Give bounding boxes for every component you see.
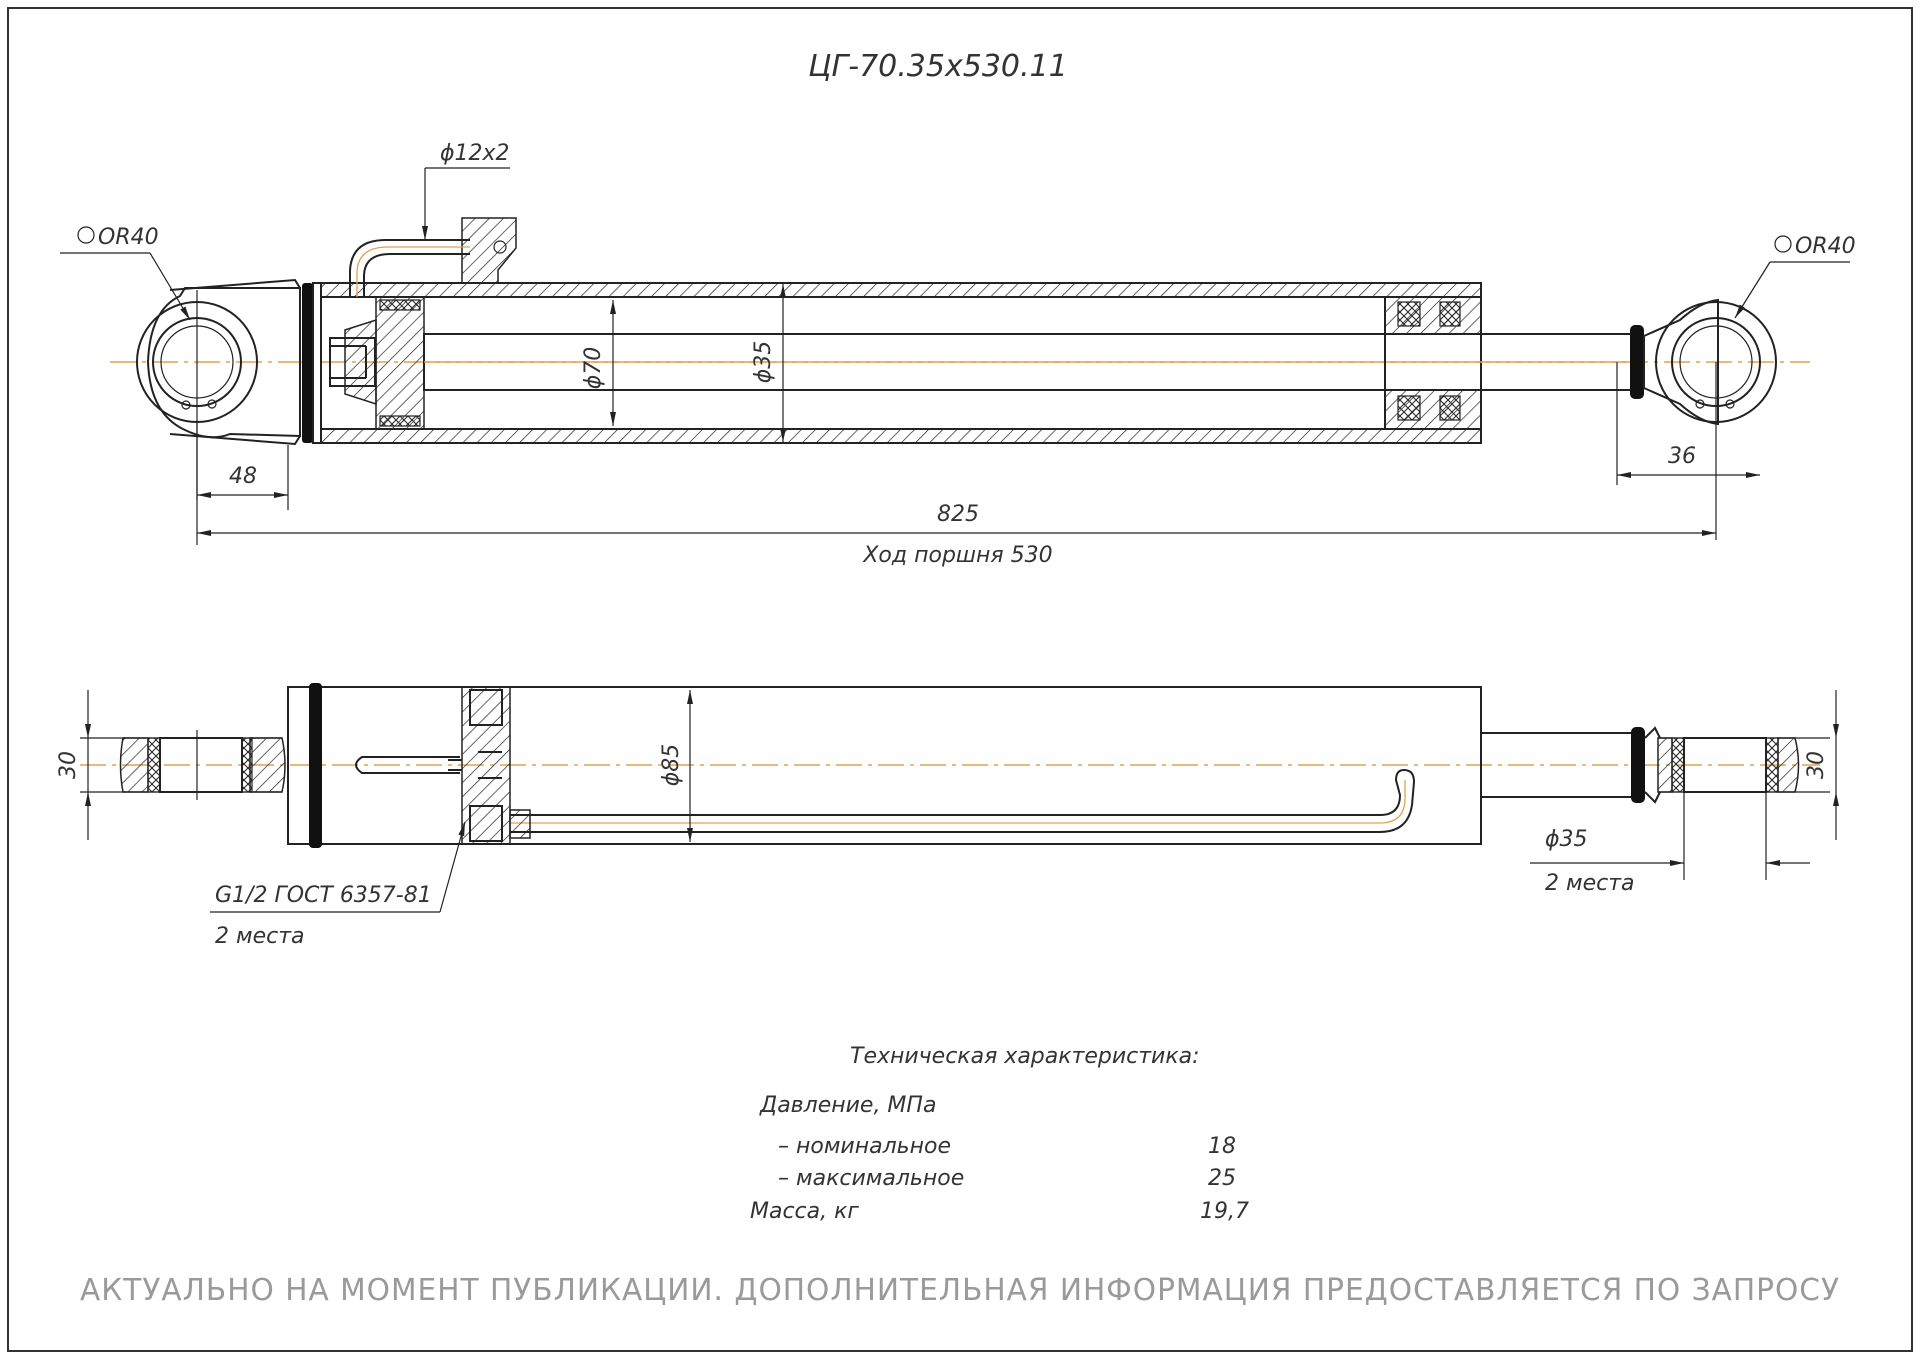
svg-text:30: 30 (1804, 751, 1829, 779)
left-rod-eye (136, 278, 301, 500)
spec-block: Техническая характеристика: Давление, МП… (750, 1044, 1249, 1224)
svg-text:ϕ35: ϕ35 (751, 341, 776, 384)
svg-text:19,7: 19,7 (1200, 1199, 1249, 1224)
svg-text:– номинальное: – номинальное (778, 1134, 951, 1159)
drawing-title: ЦГ-70.35х530.11 (808, 49, 1067, 84)
svg-text:Ход поршня 530: Ход поршня 530 (862, 543, 1052, 568)
dim-pin: ϕ35 2 места (1530, 827, 1810, 896)
dim-tube-line: ϕ12x2 (422, 141, 510, 240)
svg-text:Давление, МПа: Давление, МПа (759, 1093, 936, 1118)
svg-text:36: 36 (1668, 444, 1696, 469)
cylinder-tube (320, 282, 1482, 444)
svg-text:25: 25 (1208, 1166, 1236, 1191)
dim-r40-left: OR40 (60, 225, 191, 321)
dim-30-right: 30 (1804, 690, 1839, 840)
top-view: OR40 OR40 ϕ12x2 ϕ70 ϕ35 (60, 141, 1856, 568)
svg-text:OR40: OR40 (1795, 234, 1856, 259)
svg-text:18: 18 (1208, 1134, 1236, 1159)
tube-line (349, 239, 470, 297)
external-pipe (510, 768, 1416, 833)
inner-tube (355, 756, 460, 774)
dim-r40-right: OR40 (1734, 234, 1856, 319)
rod-band (1630, 325, 1644, 399)
svg-text:ϕ35: ϕ35 (1545, 827, 1588, 852)
dim-bore: ϕ70 (581, 300, 616, 426)
bottom-view: 30 ϕ85 (56, 683, 1839, 949)
dim-30-left: 30 (56, 690, 125, 840)
disclaimer-text: АКТУАЛЬНО НА МОМЕНТ ПУБЛИКАЦИИ. ДОПОЛНИТ… (80, 1273, 1840, 1308)
svg-text:825: 825 (937, 502, 979, 527)
band-right (1631, 727, 1645, 803)
svg-text:ϕ85: ϕ85 (659, 744, 684, 787)
dim-port-thread: G1/2 ГОСТ 6357-81 2 места (210, 821, 466, 949)
port-boss (461, 217, 517, 284)
svg-text:Техническая характеристика:: Техническая характеристика: (850, 1044, 1200, 1069)
dim-36: 36 (1617, 444, 1760, 478)
dim-overall: 825 Ход поршня 530 (197, 502, 1716, 568)
svg-text:G1/2 ГОСТ 6357-81: G1/2 ГОСТ 6357-81 (215, 883, 432, 908)
band-left (309, 683, 322, 848)
right-eye-side (1644, 726, 1830, 880)
sheet-border (7, 7, 1913, 1352)
svg-text:ϕ12x2: ϕ12x2 (440, 141, 510, 166)
right-rod-eye (1616, 298, 1777, 540)
rod-gland (1384, 296, 1482, 430)
svg-text:48: 48 (229, 464, 257, 489)
svg-text:2 места: 2 места (1545, 871, 1635, 896)
svg-text:30: 30 (56, 751, 81, 779)
left-eye-side (119, 730, 286, 800)
svg-text:2 места: 2 места (215, 924, 305, 949)
svg-text:OR40: OR40 (98, 225, 159, 250)
dim-48: 48 (196, 420, 289, 545)
svg-text:Масса, кг: Масса, кг (750, 1199, 859, 1224)
port-block (461, 686, 511, 845)
svg-text:– максимальное: – максимальное (778, 1166, 964, 1191)
left-flange (302, 283, 313, 443)
dim-rod: ϕ35 (751, 284, 786, 442)
piston (329, 296, 425, 430)
svg-text:ϕ70: ϕ70 (581, 347, 606, 390)
dim-outer: ϕ85 (659, 690, 693, 842)
